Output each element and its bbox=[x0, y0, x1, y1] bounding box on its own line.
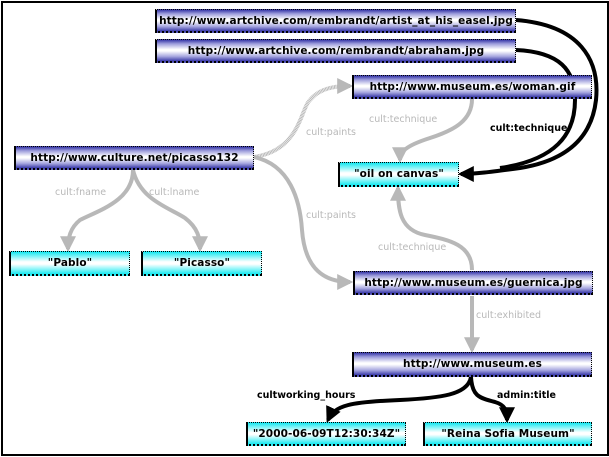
edge-technique-woman bbox=[392, 98, 474, 164]
edge-paints-woman bbox=[253, 78, 354, 159]
edge-paints-guernica bbox=[253, 155, 354, 290]
node-picasso132[interactable]: http://www.culture.net/picasso132 bbox=[14, 146, 254, 170]
node-artist-at-his-easel[interactable]: http://www.artchive.com/rembrandt/artist… bbox=[155, 9, 516, 33]
node-guernica[interactable]: http://www.museum.es/guernica.jpg bbox=[353, 271, 593, 295]
node-abraham[interactable]: http://www.artchive.com/rembrandt/abraha… bbox=[155, 39, 516, 63]
node-museum[interactable]: http://www.museum.es bbox=[352, 352, 592, 377]
label-admin-title: admin:title bbox=[497, 390, 556, 401]
edge-working-hours bbox=[326, 376, 473, 423]
node-reina-sofia[interactable]: "Reina Sofia Museum" bbox=[423, 422, 592, 446]
edge-technique-guernica bbox=[390, 184, 474, 271]
edge-lname bbox=[131, 169, 208, 253]
node-pablo[interactable]: "Pablo" bbox=[9, 251, 130, 276]
label-lname: cult:lname bbox=[149, 187, 200, 198]
label-paints-guernica: cult:paints bbox=[306, 210, 356, 221]
label-paints-woman: cult:paints bbox=[306, 127, 356, 138]
node-timestamp[interactable]: "2000-06-09T12:30:34Z" bbox=[246, 422, 406, 446]
node-oil-on-canvas[interactable]: "oil on canvas" bbox=[338, 162, 459, 187]
node-picasso[interactable]: "Picasso" bbox=[141, 251, 262, 276]
label-technique-rembrandt: cult:technique bbox=[490, 123, 568, 134]
label-exhibited: cult:exhibited bbox=[476, 310, 542, 321]
edge-fname bbox=[60, 169, 135, 253]
edge-admin-title bbox=[469, 376, 515, 424]
label-technique-guernica: cult:technique bbox=[378, 242, 447, 253]
label-technique-woman: cult:technique bbox=[369, 114, 438, 125]
label-working-hours: cultworking_hours bbox=[257, 390, 356, 401]
node-woman[interactable]: http://www.museum.es/woman.gif bbox=[352, 75, 592, 99]
edge-technique-artist-at-his-easel bbox=[457, 18, 599, 182]
edge-technique-abraham bbox=[499, 48, 578, 170]
label-fname: cult:fname bbox=[55, 187, 107, 198]
